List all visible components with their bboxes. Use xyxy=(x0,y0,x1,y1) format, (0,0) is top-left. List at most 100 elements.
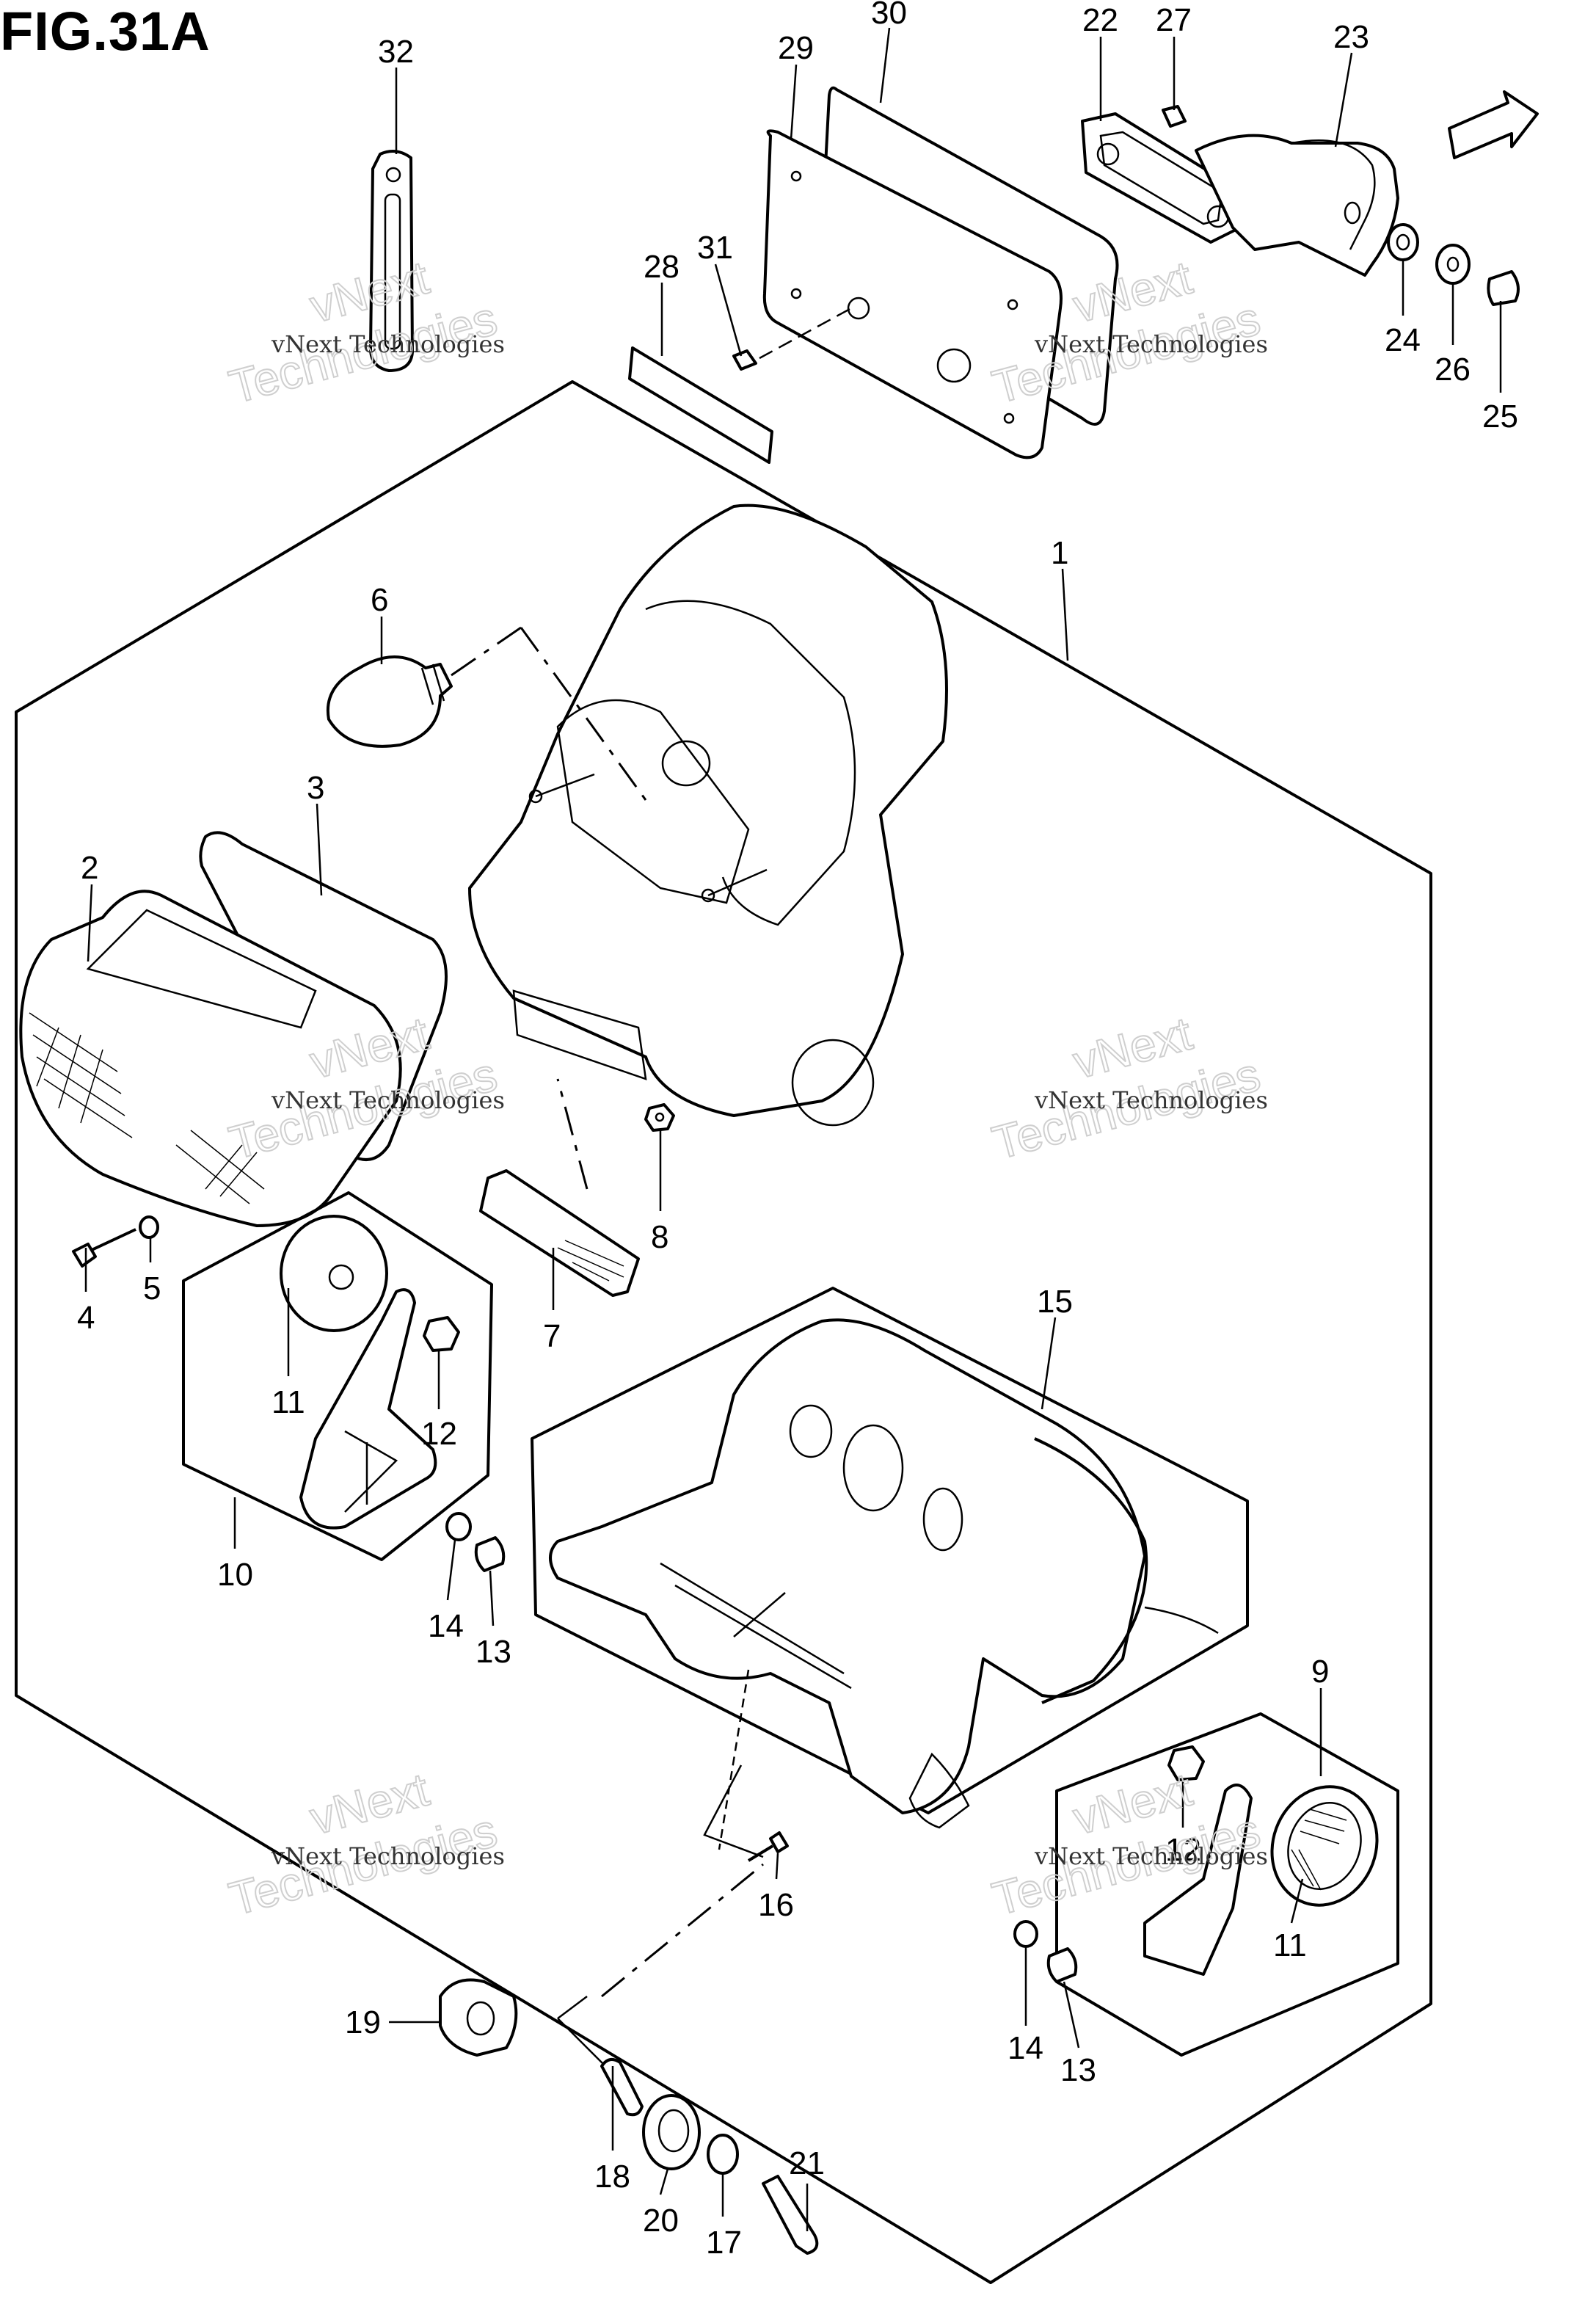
callout-11-repeat: 11 xyxy=(1273,1927,1307,1963)
part-13-bolt-right xyxy=(1046,1947,1078,1983)
part-11-disc xyxy=(280,1215,388,1332)
callout-24: 24 xyxy=(1385,322,1421,358)
lower-dash-line xyxy=(601,1863,764,1998)
part-17-washer xyxy=(707,2134,739,2175)
part-22-inner xyxy=(1099,131,1223,225)
callout-18: 18 xyxy=(594,2159,630,2195)
part-1-lower-box xyxy=(512,989,647,1080)
callout-21: 21 xyxy=(789,2145,825,2181)
callout-16: 16 xyxy=(758,1887,794,1923)
part-15-leader-dash xyxy=(718,1669,750,1850)
part-29-hole xyxy=(936,348,972,383)
callout-11: 11 xyxy=(272,1384,305,1420)
figure-title: FIG.31A xyxy=(0,1,211,62)
part-9-lamp xyxy=(1270,1785,1379,1907)
part-13-bolt xyxy=(474,1536,506,1572)
part-31-leader-dash xyxy=(759,307,852,360)
part-19-hole xyxy=(466,2001,495,2036)
callout-25: 25 xyxy=(1482,399,1518,435)
callout-4: 4 xyxy=(77,1300,95,1336)
part-9-lamp-hatch xyxy=(1291,1808,1347,1891)
callout-14-repeat: 14 xyxy=(1007,2030,1043,2066)
part-29-hole xyxy=(790,170,802,182)
part-12-nut-right xyxy=(1167,1745,1205,1781)
part-23-hole xyxy=(1344,201,1361,225)
part-23-rim xyxy=(1291,139,1376,250)
part-20-inner xyxy=(657,2109,690,2153)
callout-9: 9 xyxy=(1311,1654,1329,1690)
callout-5: 5 xyxy=(143,1270,161,1306)
part-4-screw xyxy=(72,1228,136,1268)
part-7-hatch xyxy=(557,1240,624,1282)
part-8-nut xyxy=(644,1103,675,1132)
bracket-box-10 xyxy=(182,1191,493,1561)
part-1-round-hole xyxy=(661,740,711,787)
part-25-bolt xyxy=(1487,270,1520,306)
callout-28: 28 xyxy=(644,249,679,285)
callout-26: 26 xyxy=(1435,352,1471,388)
part-23-housing xyxy=(1195,134,1399,277)
part-31-screw xyxy=(732,349,757,371)
assembly-outline-1 xyxy=(15,380,1432,2284)
part-19-grommet xyxy=(439,1978,518,2057)
part-15-pointer xyxy=(703,1764,764,1858)
part-32-slot xyxy=(384,193,401,350)
callout-labels: 1 2 3 4 5 6 7 8 9 10 11 12 13 14 15 16 1… xyxy=(77,0,1518,2261)
part-1-pin-end xyxy=(701,888,715,903)
callout-8: 8 xyxy=(651,1219,668,1255)
watermark-text: vNext Technologies xyxy=(271,1086,505,1114)
part-21-bolt xyxy=(762,2175,819,2255)
part-32-hook xyxy=(369,150,414,372)
callout-30: 30 xyxy=(871,0,907,31)
part-12-nut xyxy=(423,1316,460,1352)
callout-12-repeat: 12 xyxy=(1165,1832,1201,1868)
part-26-washer xyxy=(1435,244,1471,285)
callout-29: 29 xyxy=(778,30,814,66)
part-30-gasket xyxy=(820,86,1119,426)
part-16-screw xyxy=(747,1831,789,1862)
part-22-hole xyxy=(1096,142,1120,166)
callout-31: 31 xyxy=(697,230,733,266)
callout-6: 6 xyxy=(371,582,388,618)
watermark-text: vNext Technologies xyxy=(1034,330,1268,358)
callout-19: 19 xyxy=(345,2004,381,2040)
part-15-hole xyxy=(789,1404,833,1458)
part-1-pin-end xyxy=(528,789,543,804)
watermark-low-left: vNext Technologies vNext Technologies xyxy=(223,1762,505,1927)
part-1-round-hole xyxy=(791,1039,875,1127)
part-29-hole xyxy=(1007,299,1019,310)
part-26-washer-hole xyxy=(1446,256,1460,272)
part-8-nut-hole xyxy=(655,1112,665,1122)
part-6-bulb xyxy=(326,655,453,748)
part-20-grommet xyxy=(642,2094,701,2170)
callout-12: 12 xyxy=(421,1416,457,1452)
part-2-lens-hatch xyxy=(29,1012,265,1204)
frame-box-15 xyxy=(531,1287,1249,1814)
watermark-top-left: vNext Technologies vNext Technologies xyxy=(223,250,505,415)
fwd-arrow-icon: FWD xyxy=(1448,90,1539,159)
callout-15: 15 xyxy=(1037,1284,1073,1320)
bracket-box-9 xyxy=(1055,1712,1399,2057)
callout-2: 2 xyxy=(81,850,98,886)
part-15-strap xyxy=(1034,1437,1148,1704)
part-1-housing xyxy=(468,504,948,1117)
part-27-screw xyxy=(1162,105,1187,128)
callout-1: 1 xyxy=(1051,535,1068,571)
part-29-hole xyxy=(790,288,802,299)
callout-22: 22 xyxy=(1082,2,1118,38)
watermark-text: vNext Technologies xyxy=(271,330,505,358)
part-15-rail xyxy=(660,1562,852,1690)
callout-7: 7 xyxy=(543,1318,561,1354)
part-1-pin xyxy=(535,773,595,798)
callout-17: 17 xyxy=(706,2225,742,2261)
part-29-hole xyxy=(1003,412,1015,424)
part-29-plate xyxy=(762,129,1063,459)
callout-23: 23 xyxy=(1333,19,1369,55)
part-3-gasket xyxy=(199,831,448,1161)
part-10-bracket-detail xyxy=(344,1430,398,1513)
watermark-text: vNext Technologies xyxy=(271,1842,505,1870)
watermark-text: vNext Technologies xyxy=(1034,1842,1268,1870)
part-15-lower-tab xyxy=(908,1752,970,1829)
part-6-leader-dash xyxy=(451,626,522,677)
part-32-eye xyxy=(385,167,401,183)
